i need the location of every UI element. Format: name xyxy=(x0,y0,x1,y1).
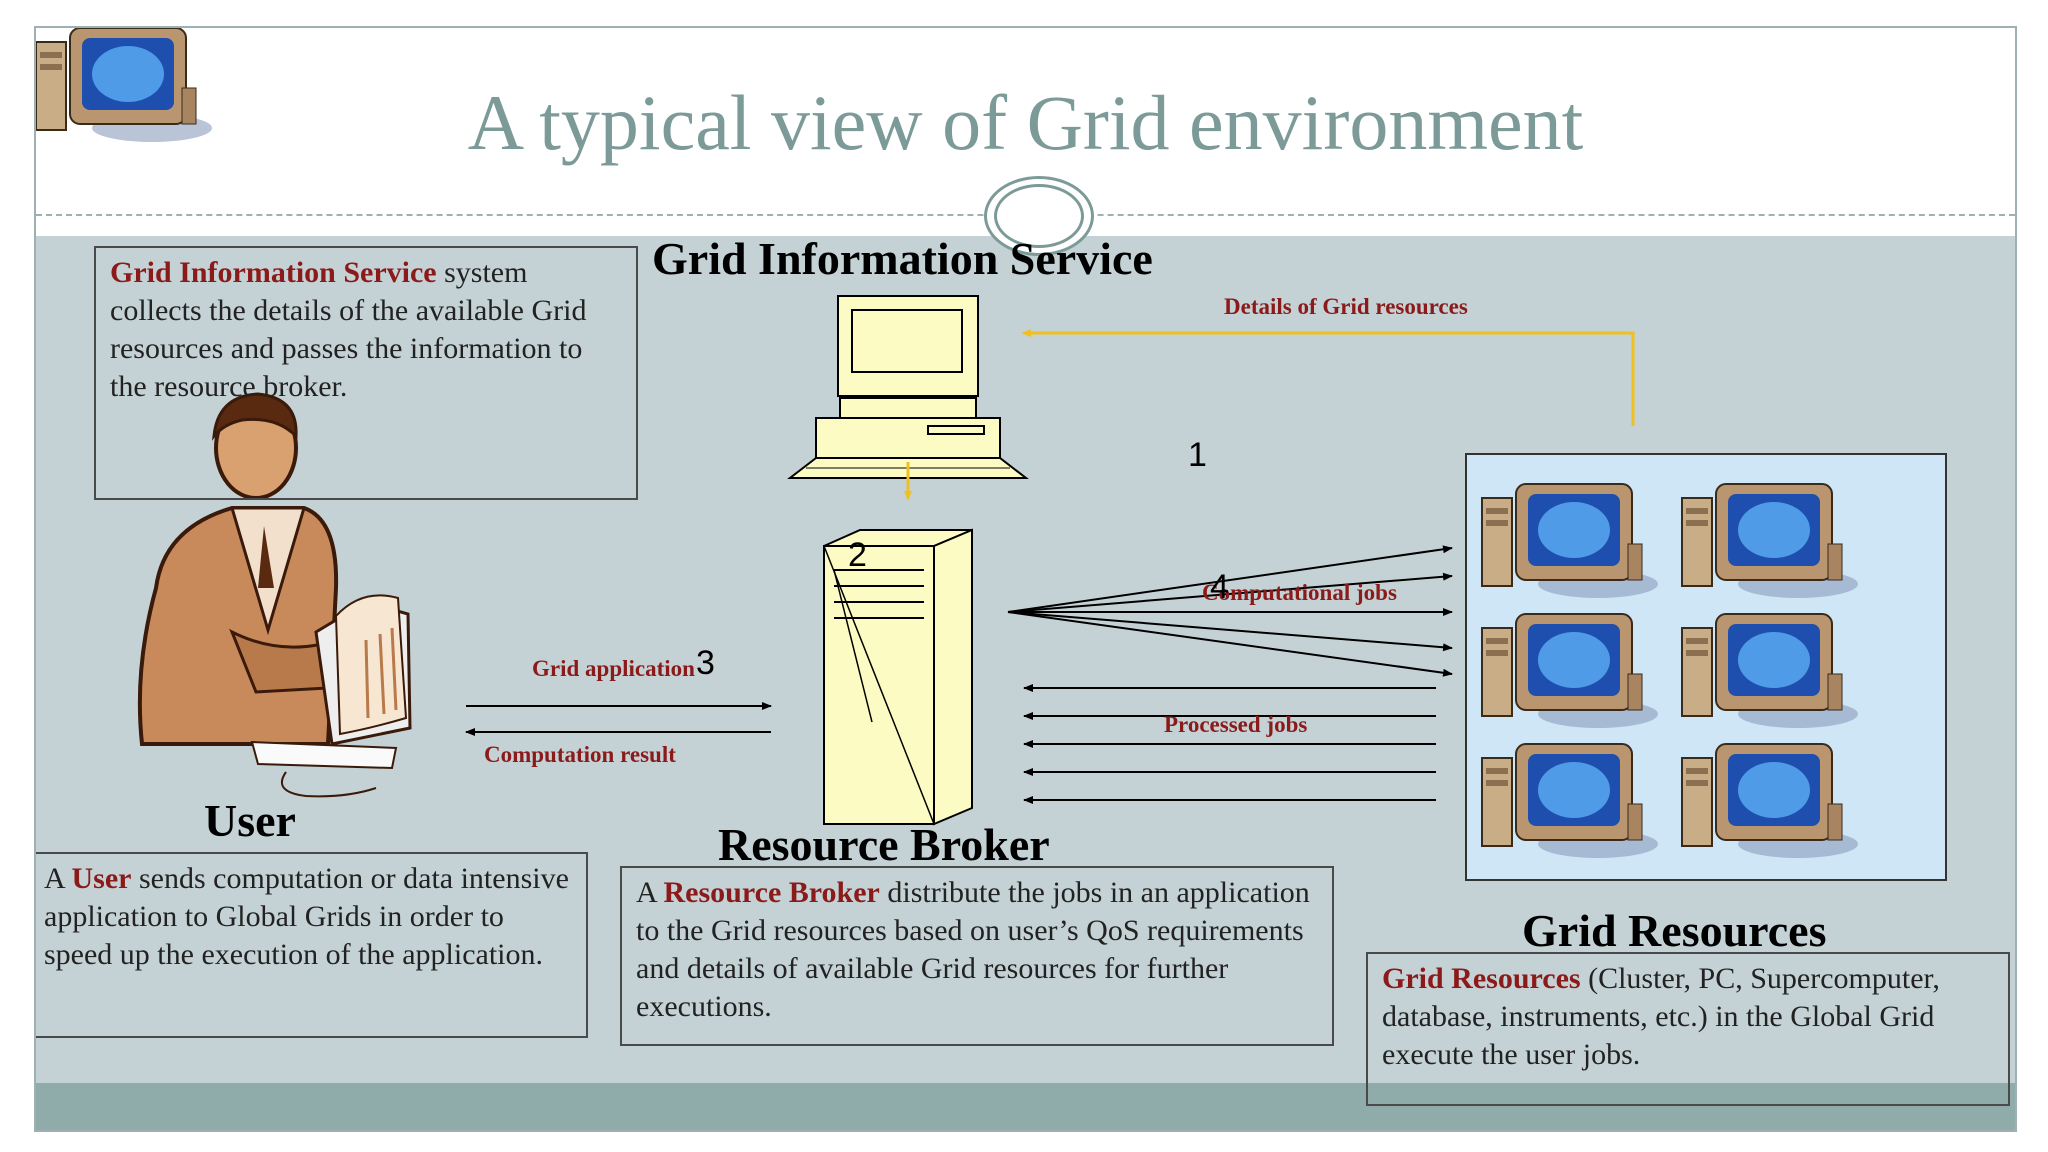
computational-jobs-arrows xyxy=(1007,545,1453,677)
broker-description-box: A Resource Broker distribute the jobs in… xyxy=(620,866,1334,1046)
diagram-graphics xyxy=(36,28,1947,881)
slide-title: A typical view of Grid environment xyxy=(467,79,1584,166)
user-description-box: A User sends computation or data intensi… xyxy=(36,852,588,1038)
footer-band xyxy=(36,1083,2015,1130)
resources-heading: Grid Resources xyxy=(1522,905,1827,956)
resources-highlight: Grid Resources xyxy=(1382,962,1581,995)
resources-description: (Cluster, PC, Supercomputer, database, i… xyxy=(1382,962,1940,1071)
server-tower-icon xyxy=(823,528,973,826)
broker-heading: Resource Broker xyxy=(718,819,1050,870)
computer-cluster-icon xyxy=(36,28,1947,881)
gis-heading: Grid Information Service xyxy=(652,233,1153,284)
step-4: 4 xyxy=(1210,568,1229,606)
processed-jobs-label: Processed jobs xyxy=(1164,712,1308,737)
computation-result-label: Computation result xyxy=(484,742,676,767)
gis-description: system collects the details of the avail… xyxy=(110,256,587,403)
step-2: 2 xyxy=(848,536,867,574)
user-prefix: A xyxy=(44,862,72,895)
divider-ornament-inner xyxy=(994,184,1084,248)
pc-unit xyxy=(36,28,212,142)
desktop-computer-icon xyxy=(787,295,1029,479)
slide: A typical view of Grid environment xyxy=(34,26,2017,1132)
resources-description-box: Grid Resources (Cluster, PC, Supercomput… xyxy=(1366,952,2010,1106)
details-label: Details of Grid resources xyxy=(1224,294,1468,319)
processed-jobs-arrows xyxy=(1023,684,1436,804)
grid-application-label: Grid application xyxy=(532,656,695,681)
user-at-computer-icon xyxy=(137,392,412,798)
broker-description: distribute the jobs in an application to… xyxy=(636,876,1310,1023)
user-highlight: User xyxy=(71,862,132,895)
user-heading: User xyxy=(204,795,296,846)
gis-highlight: Grid Information Service xyxy=(110,256,437,289)
broker-highlight: Resource Broker xyxy=(663,876,880,909)
step-1: 1 xyxy=(1188,436,1207,474)
user-description: sends computation or data intensive appl… xyxy=(44,862,569,971)
computational-jobs-label: Computational jobs xyxy=(1202,580,1397,605)
gis-description-box: Grid Information Service system collects… xyxy=(94,246,638,500)
broker-prefix: A xyxy=(636,876,664,909)
step-3: 3 xyxy=(696,644,715,682)
details-arrow xyxy=(1021,329,1635,426)
